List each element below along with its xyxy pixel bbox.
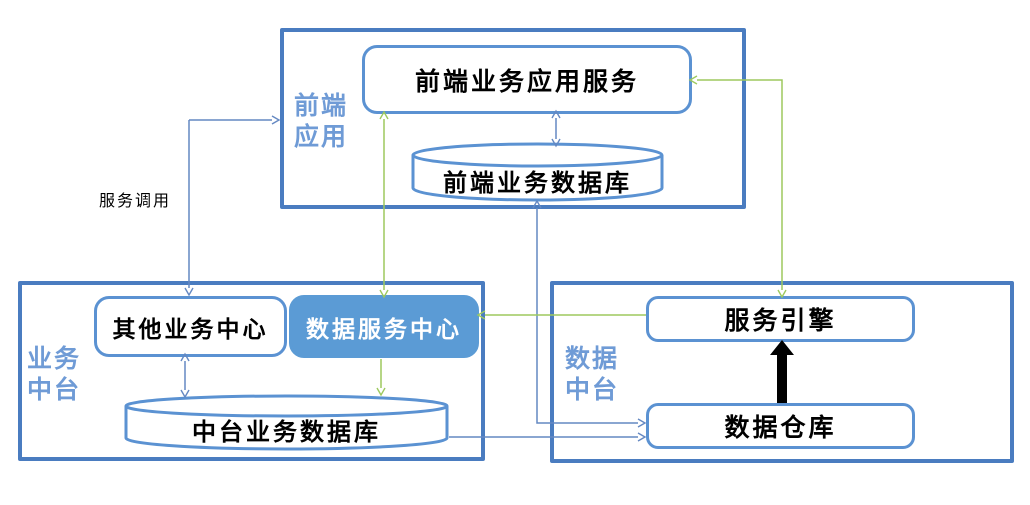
node-data-service-center-label: 数据服务中心	[306, 316, 462, 342]
group-box-business-platform	[18, 281, 485, 461]
service-call-label: 服务调用	[99, 193, 172, 210]
node-other-business-center: 其他业务中心	[94, 296, 287, 357]
cylinder-shape-icon	[124, 394, 449, 451]
node-frontend-business-service: 前端业务应用服务	[362, 45, 692, 114]
group-label-data-platform: 数据 中台	[565, 346, 620, 405]
node-other-business-center-label: 其他业务中心	[112, 316, 269, 342]
node-data-warehouse-label: 数据仓库	[724, 415, 837, 442]
node-frontend-db-cylinder: 前端业务数据库	[411, 141, 664, 204]
node-service-engine: 服务引擎	[646, 296, 915, 342]
node-mid-platform-db-cylinder: 中台业务数据库	[124, 393, 449, 453]
group-label-business-platform: 业务 中台	[27, 346, 82, 405]
node-service-engine-label: 服务引擎	[724, 308, 837, 335]
node-frontend-db-label: 前端业务数据库	[443, 170, 632, 197]
group-label-frontend-app: 前端 应用	[294, 93, 349, 152]
node-data-warehouse: 数据仓库	[646, 403, 915, 449]
node-mid-platform-db-label: 中台业务数据库	[192, 419, 381, 446]
node-data-service-center: 数据服务中心	[289, 295, 479, 358]
node-frontend-business-service-label: 前端业务应用服务	[414, 68, 639, 96]
